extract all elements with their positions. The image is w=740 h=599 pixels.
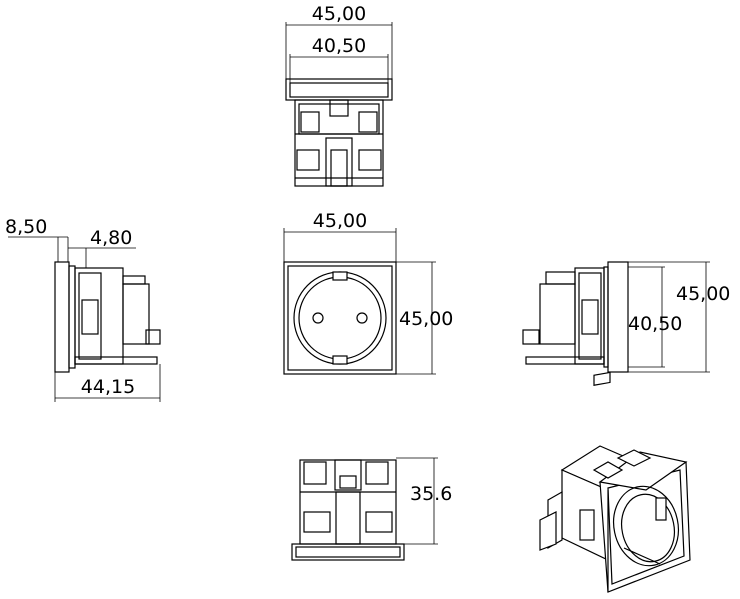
- dim-left-offset: 8,50: [5, 216, 47, 238]
- dim-top-overall-width: 45,00: [312, 3, 366, 25]
- dim-top-inner-width: 40,50: [312, 35, 366, 57]
- right-view: 40,50 45,00: [522, 261, 730, 373]
- dim-left-depth: 4,80: [90, 227, 132, 249]
- bottom-view: 35.6: [291, 457, 452, 561]
- dim-front-width: 45,00: [313, 210, 367, 232]
- dim-left-total: 44,15: [81, 376, 135, 398]
- isometric-view: [539, 371, 691, 593]
- dim-right-outer: 45,00: [676, 283, 730, 305]
- left-view: 8,50 4,80 44,15: [5, 216, 161, 402]
- dim-bottom-height: 35.6: [410, 483, 452, 505]
- top-view: 45,00 40,50: [285, 3, 393, 187]
- dim-front-height: 45,00: [399, 308, 453, 330]
- front-view: 45,00 45,00: [283, 210, 453, 375]
- dim-right-inner: 40,50: [628, 313, 682, 335]
